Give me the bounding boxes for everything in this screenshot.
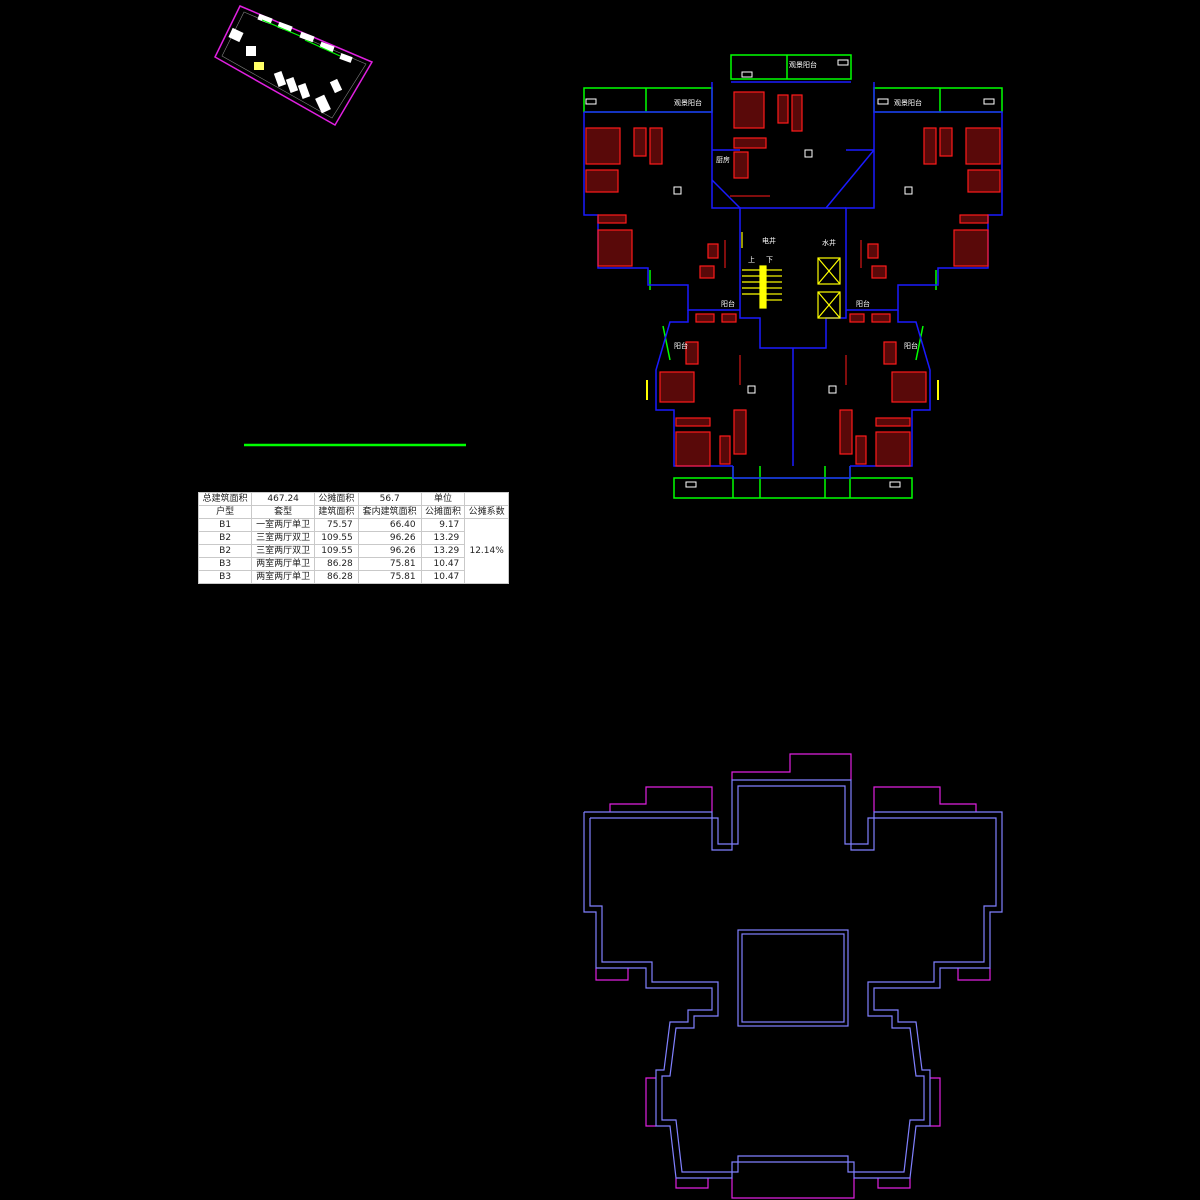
- label-stair-up: 上: [748, 255, 755, 264]
- column-header: 套型: [251, 505, 316, 519]
- label-sw-balcony: 阳台: [674, 341, 688, 350]
- shared-area-cell: 10.47: [420, 557, 466, 571]
- shared-area-cell: 10.47: [420, 570, 466, 584]
- shared-coefficient-cell: 12.14%: [464, 518, 509, 584]
- building-area-cell: 86.28: [314, 557, 359, 571]
- building-area-cell: 75.57: [314, 518, 359, 532]
- label-se-balcony: 阳台: [904, 341, 918, 350]
- table-row: B1 一室两厅单卫 75.57 66.40 9.17 12.14%: [197, 518, 509, 584]
- site-plan-thumbnail: [214, 5, 374, 127]
- table-row: B3 两室两厅单卫 86.28 75.81 10.47: [197, 570, 509, 584]
- shared-area-cell: 13.29: [420, 544, 466, 558]
- building-area-cell: 86.28: [314, 570, 359, 584]
- unit-type-cell: B3: [197, 570, 253, 584]
- table-row: B3 两室两厅单卫 86.28 75.81 10.47: [197, 557, 509, 571]
- interior-area-cell: 75.81: [357, 570, 422, 584]
- layout-cell: 两室两厅单卫: [251, 570, 316, 584]
- layout-cell: 三室两厅双卫: [251, 531, 316, 545]
- total-area-label: 总建筑面积: [197, 492, 253, 506]
- label-north-balcony: 观景阳台: [789, 60, 817, 69]
- label-w-balcony-mid: 阳台: [721, 299, 735, 308]
- table-row: B2 三室两厅双卫 109.55 96.26 13.29: [197, 531, 509, 545]
- column-header: 套内建筑面积: [357, 505, 422, 519]
- layout-cell: 两室两厅单卫: [251, 557, 316, 571]
- layout-cell: 一室两厅单卫: [251, 518, 316, 532]
- floor-plan: 观景阳台 观景阳台 观景阳台 厨房 电井 水井 上 下 阳台 阳台 阳台 阳台: [583, 54, 1003, 499]
- unit-type-cell: B2: [197, 531, 253, 545]
- column-header: 公摊系数: [464, 505, 509, 519]
- summary-empty-cell: [464, 492, 509, 506]
- header-row: 户型 套型 建筑面积 套内建筑面积 公摊面积 公摊系数: [197, 505, 509, 519]
- outline-plan: [583, 753, 1003, 1199]
- interior-area-cell: 66.40: [357, 518, 422, 532]
- shared-area-cell: 13.29: [420, 531, 466, 545]
- building-area-cell: 109.55: [314, 544, 359, 558]
- unit-type-cell: B1: [197, 518, 253, 532]
- label-e-balcony-mid: 阳台: [856, 299, 870, 308]
- interior-area-cell: 96.26: [357, 531, 422, 545]
- building-area-cell: 109.55: [314, 531, 359, 545]
- label-stair-down: 下: [766, 256, 773, 264]
- shared-area-value: 56.7: [357, 492, 422, 506]
- interior-area-cell: 75.81: [357, 557, 422, 571]
- unit-type-cell: B2: [197, 544, 253, 558]
- total-area-value: 467.24: [251, 492, 316, 506]
- label-elevator-shaft: 电井: [762, 236, 776, 245]
- area-table: 总建筑面积 467.24 公摊面积 56.7 单位 户型 套型 建筑面积 套内建…: [197, 492, 509, 584]
- summary-row: 总建筑面积 467.24 公摊面积 56.7 单位: [197, 492, 509, 506]
- column-header: 户型: [197, 505, 253, 519]
- shared-area-cell: 9.17: [420, 518, 466, 532]
- unit-type-cell: B3: [197, 557, 253, 571]
- label-water-shaft: 水井: [822, 238, 836, 247]
- interior-area-cell: 96.26: [357, 544, 422, 558]
- unit-label: 单位: [420, 492, 466, 506]
- label-nw-balcony: 观景阳台: [674, 98, 702, 107]
- shared-area-label: 公摊面积: [314, 492, 359, 506]
- table-row: B2 三室两厅双卫 109.55 96.26 13.29: [197, 544, 509, 558]
- column-header: 建筑面积: [314, 505, 359, 519]
- column-header: 公摊面积: [420, 505, 466, 519]
- label-ne-balcony: 观景阳台: [894, 98, 922, 107]
- layout-cell: 三室两厅双卫: [251, 544, 316, 558]
- label-kitchen: 厨房: [716, 155, 730, 164]
